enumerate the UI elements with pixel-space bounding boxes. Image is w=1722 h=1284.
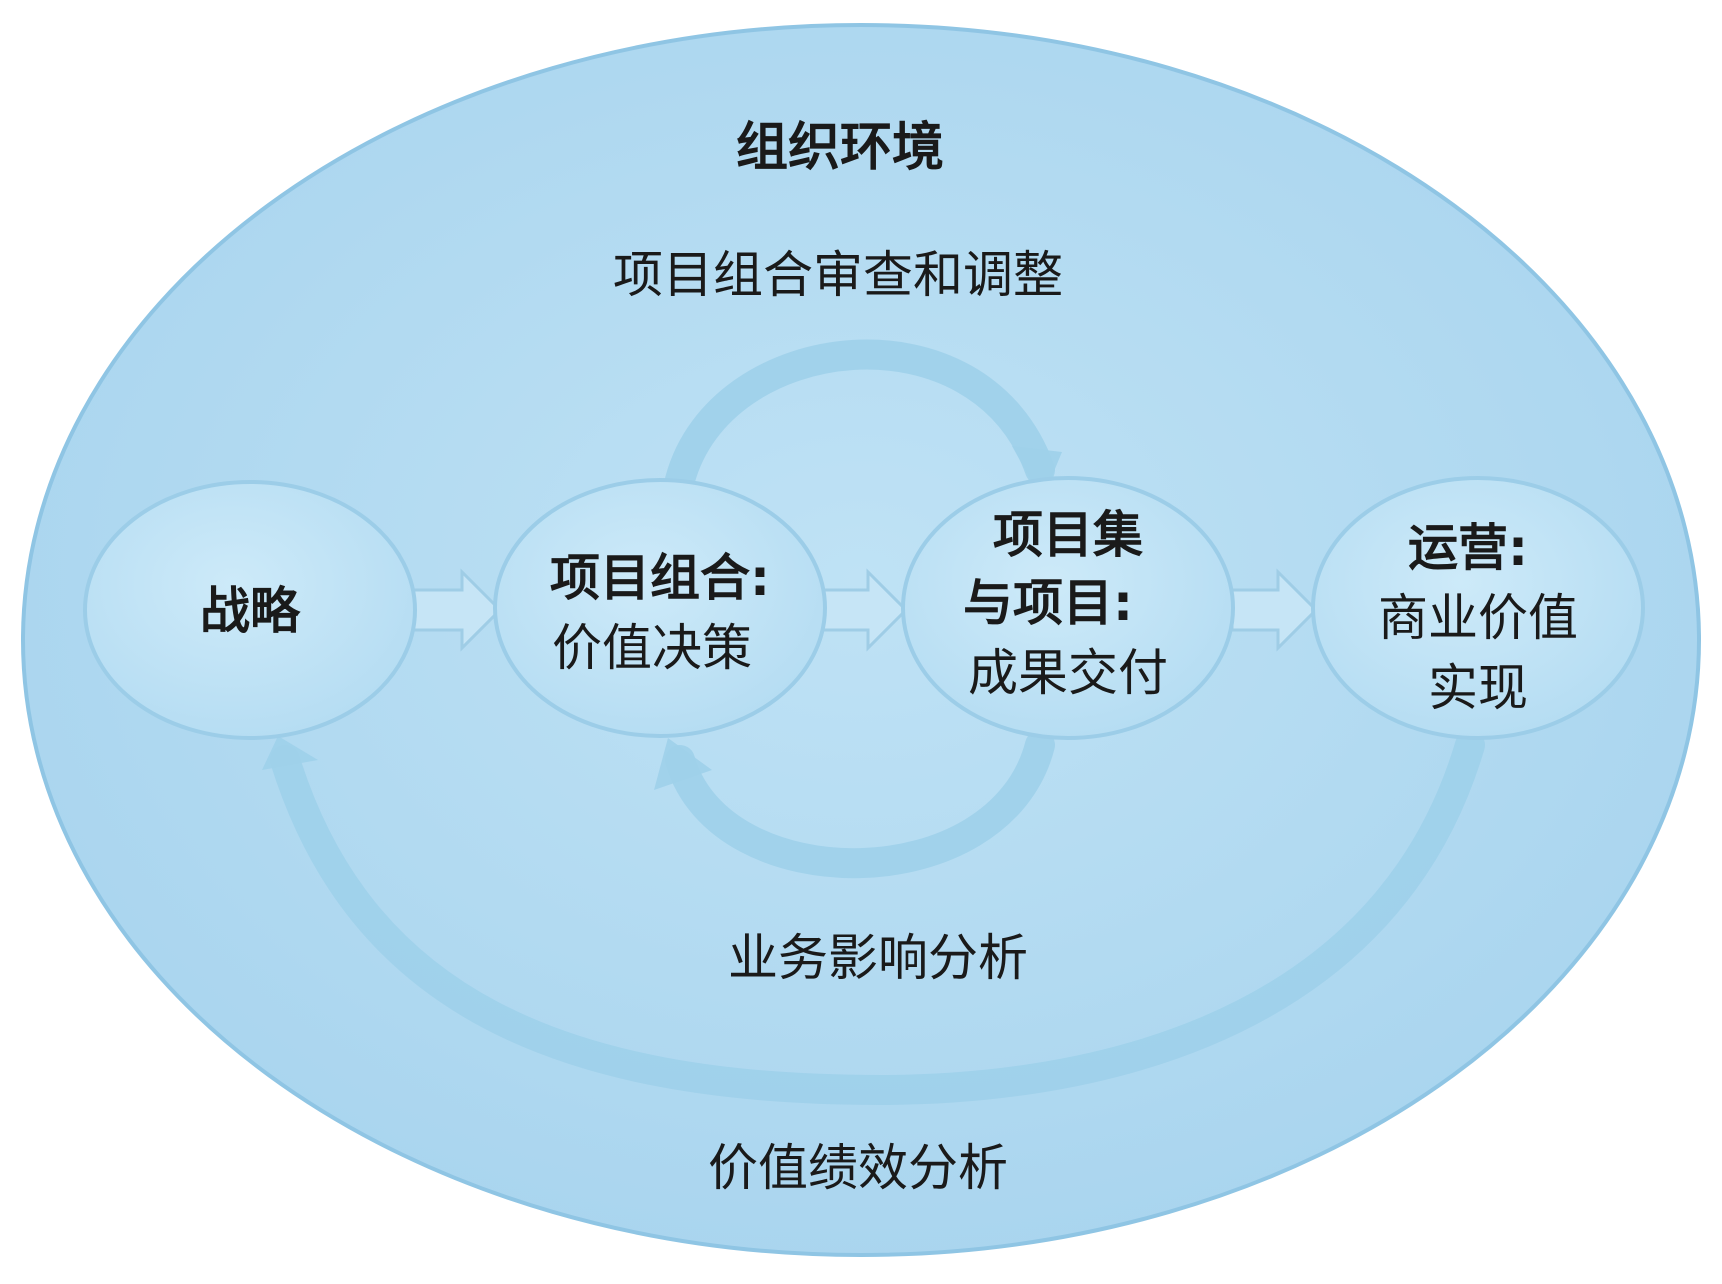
node-strategy-title: 战略 bbox=[200, 582, 301, 640]
node-portfolio-title: 项目组合: bbox=[550, 549, 770, 607]
node-operations-subtitle-line1: 商业价值 bbox=[1378, 589, 1578, 647]
node-programs-title-line1: 项目集 bbox=[993, 506, 1143, 564]
business-impact-loop-head bbox=[654, 738, 712, 790]
value-performance-loop-head bbox=[262, 736, 318, 770]
value-performance-loop-arc bbox=[270, 730, 1485, 1106]
top-loop-label: 项目组合审查和调整 bbox=[613, 246, 1063, 304]
node-operations bbox=[1311, 476, 1645, 740]
organization-environment-ellipse bbox=[21, 23, 1701, 1257]
node-operations-subtitle-line2: 实现 bbox=[1428, 659, 1528, 717]
arrow-programs-to-operations bbox=[1230, 568, 1319, 652]
node-portfolio-subtitle: 价值决策 bbox=[552, 619, 752, 677]
middle-loop-label: 业务影响分析 bbox=[728, 929, 1028, 987]
portfolio-review-loop-arc bbox=[665, 339, 1055, 495]
node-programs-projects bbox=[901, 476, 1235, 740]
business-impact-loop-arc bbox=[665, 730, 1055, 879]
node-programs-subtitle: 成果交付 bbox=[968, 644, 1168, 702]
node-strategy bbox=[83, 480, 417, 740]
portfolio-review-loop-head bbox=[1012, 446, 1062, 500]
outer-loop-label: 价值绩效分析 bbox=[708, 1139, 1008, 1197]
node-operations-title: 运营: bbox=[1408, 519, 1528, 577]
node-portfolio bbox=[493, 478, 827, 738]
arrow-strategy-to-portfolio bbox=[410, 568, 503, 652]
arrow-portfolio-to-programs bbox=[820, 568, 909, 652]
node-programs-title-line2: 与项目: bbox=[963, 574, 1133, 632]
container-label: 组织环境 bbox=[736, 118, 944, 178]
